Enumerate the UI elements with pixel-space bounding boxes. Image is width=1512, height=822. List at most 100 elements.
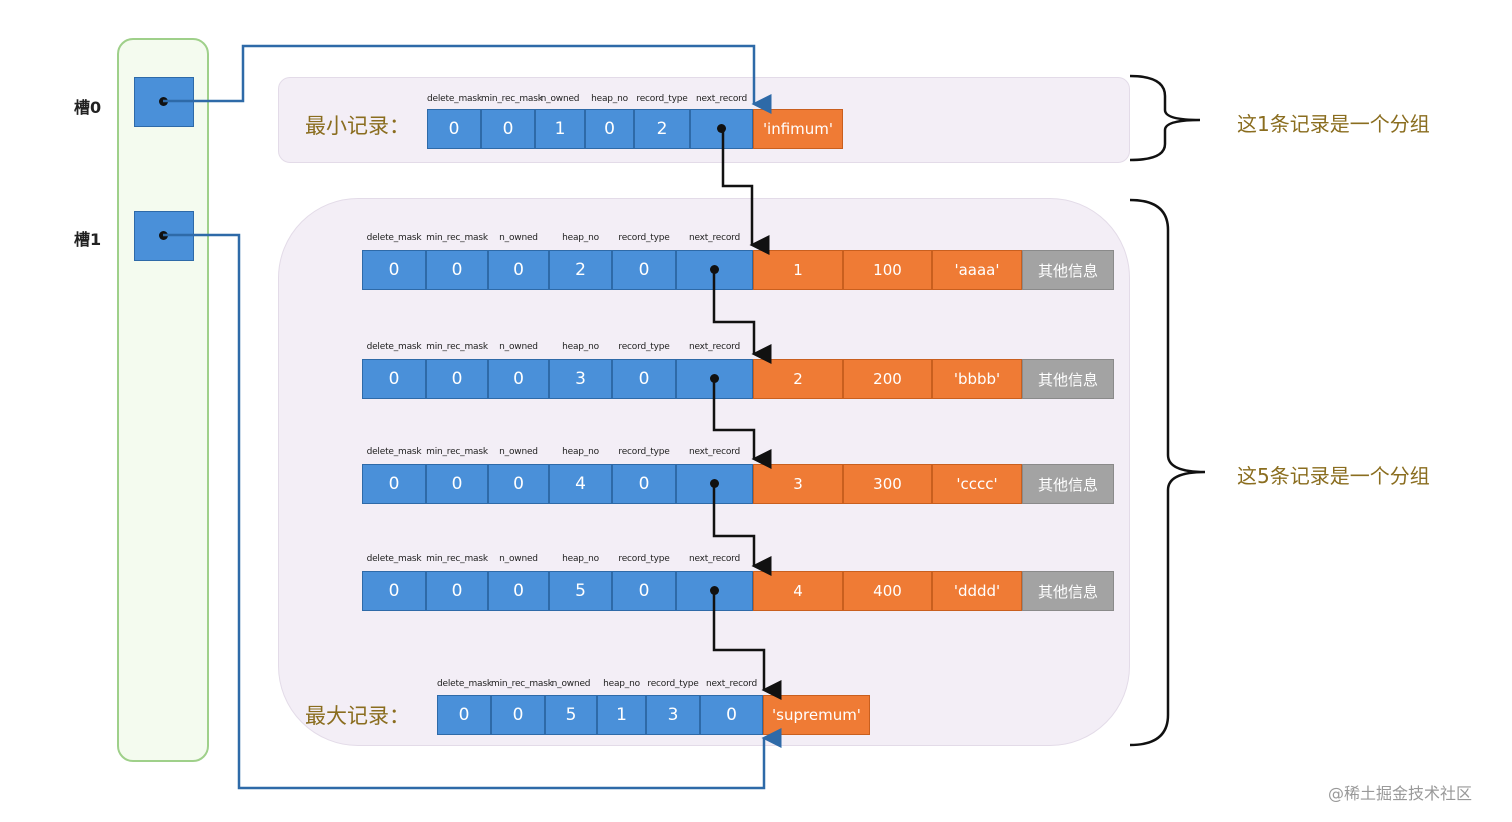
record-1-field-record_type: 0 (612, 250, 676, 290)
record-4-field-delete_mask: 0 (362, 571, 426, 611)
record-1-field-n_owned: 0 (488, 250, 549, 290)
record-3-header-record_type: record_type (618, 447, 670, 457)
record-1-header-record_type: record_type (618, 233, 670, 243)
record-2-col-1: 2 (753, 359, 843, 399)
link-rec4-to-supremum (712, 590, 782, 700)
record-1-field-delete_mask: 0 (362, 250, 426, 290)
watermark: @稀土掘金技术社区 (1328, 784, 1473, 803)
record-2-col-2: 200 (843, 359, 932, 399)
infimum-header-delete_mask: delete_mask (427, 94, 482, 104)
record-1-field-heap_no: 2 (549, 250, 612, 290)
link-rec3-to-rec4 (712, 483, 772, 576)
infimum-field-delete_mask: 0 (427, 109, 481, 149)
infimum-field-heap_no: 0 (585, 109, 634, 149)
supremum-header-n_owned: n_owned (551, 679, 591, 689)
record-2-header-next_record: next_record (689, 342, 740, 352)
record-2-header-n_owned: n_owned (499, 342, 538, 352)
infimum-header-n_owned: n_owned (540, 94, 580, 104)
record-3-field-delete_mask: 0 (362, 464, 426, 504)
infimum-header-heap_no: heap_no (591, 94, 628, 104)
record-3-header-min_rec_mask: min_rec_mask (426, 447, 488, 457)
record-1-col-3: 'aaaa' (932, 250, 1022, 290)
slot-0-link (163, 44, 772, 114)
infimum-title: 最小记录： (305, 114, 410, 138)
supremum-field-next_record: 0 (700, 695, 763, 735)
record-4-col-2: 400 (843, 571, 932, 611)
infimum-header-record_type: record_type (636, 94, 688, 104)
slot-1-link (163, 233, 782, 790)
record-1-header-heap_no: heap_no (562, 233, 599, 243)
record-4-other-info: 其他信息 (1022, 571, 1114, 611)
record-3-header-delete_mask: delete_mask (366, 447, 422, 457)
record-2-field-heap_no: 3 (549, 359, 612, 399)
record-3-other-info: 其他信息 (1022, 464, 1114, 504)
record-2-header-min_rec_mask: min_rec_mask (426, 342, 488, 352)
supremum-field-record_type: 3 (646, 695, 700, 735)
page-directory (117, 38, 209, 762)
supremum-header-min_rec_mask: min_rec_mask (491, 679, 553, 689)
record-4-header-heap_no: heap_no (562, 554, 599, 564)
record-3-col-3: 'cccc' (932, 464, 1022, 504)
record-3-header-heap_no: heap_no (562, 447, 599, 457)
record-2-field-min_rec_mask: 0 (426, 359, 488, 399)
record-3-field-min_rec_mask: 0 (426, 464, 488, 504)
record-4-header-record_type: record_type (618, 554, 670, 564)
record-3-header-n_owned: n_owned (499, 447, 538, 457)
supremum-title: 最大记录： (305, 704, 410, 728)
supremum-header-delete_mask: delete_mask (437, 679, 492, 689)
supremum-field-min_rec_mask: 0 (491, 695, 545, 735)
record-1-col-2: 100 (843, 250, 932, 290)
slot-0-label: 槽0 (74, 98, 102, 117)
record-4-header-min_rec_mask: min_rec_mask (426, 554, 488, 564)
record-3-header-next_record: next_record (689, 447, 740, 457)
record-4-field-n_owned: 0 (488, 571, 549, 611)
supremum-header-heap_no: heap_no (603, 679, 640, 689)
record-1-header-n_owned: n_owned (499, 233, 538, 243)
record-1-header-delete_mask: delete_mask (366, 233, 422, 243)
record-1-field-min_rec_mask: 0 (426, 250, 488, 290)
record-2-header-delete_mask: delete_mask (366, 342, 422, 352)
supremum-field-delete_mask: 0 (437, 695, 491, 735)
record-4-header-n_owned: n_owned (499, 554, 538, 564)
record-4-field-heap_no: 5 (549, 571, 612, 611)
group-note-1: 这1条记录是一个分组 (1237, 112, 1430, 136)
record-4-field-record_type: 0 (612, 571, 676, 611)
supremum-field-n_owned: 5 (545, 695, 597, 735)
record-4-header-next_record: next_record (689, 554, 740, 564)
record-1-col-1: 1 (753, 250, 843, 290)
record-3-field-heap_no: 4 (549, 464, 612, 504)
record-2-field-n_owned: 0 (488, 359, 549, 399)
record-2-col-3: 'bbbb' (932, 359, 1022, 399)
brace-group-2 (1129, 198, 1206, 747)
record-1-header-min_rec_mask: min_rec_mask (426, 233, 488, 243)
record-2-header-heap_no: heap_no (562, 342, 599, 352)
infimum-header-next_record: next_record (696, 94, 747, 104)
record-2-field-delete_mask: 0 (362, 359, 426, 399)
brace-group-1 (1129, 74, 1201, 162)
infimum-field-n_owned: 1 (535, 109, 585, 149)
record-3-col-2: 300 (843, 464, 932, 504)
slot-1-label: 槽1 (74, 230, 102, 249)
group-note-2: 这5条记录是一个分组 (1237, 464, 1430, 488)
record-4-col-3: 'dddd' (932, 571, 1022, 611)
record-4-col-1: 4 (753, 571, 843, 611)
record-2-field-record_type: 0 (612, 359, 676, 399)
record-3-col-1: 3 (753, 464, 843, 504)
link-infimum-to-rec1 (721, 128, 770, 255)
record-2-header-record_type: record_type (618, 342, 670, 352)
record-1-other-info: 其他信息 (1022, 250, 1114, 290)
link-rec1-to-rec2 (712, 269, 772, 364)
supremum-field-heap_no: 1 (597, 695, 646, 735)
infimum-header-min_rec_mask: min_rec_mask (481, 94, 543, 104)
infimum-field-min_rec_mask: 0 (481, 109, 535, 149)
record-4-field-min_rec_mask: 0 (426, 571, 488, 611)
record-3-field-n_owned: 0 (488, 464, 549, 504)
record-3-field-record_type: 0 (612, 464, 676, 504)
record-1-header-next_record: next_record (689, 233, 740, 243)
supremum-header-record_type: record_type (647, 679, 699, 689)
supremum-header-next_record: next_record (706, 679, 757, 689)
record-2-other-info: 其他信息 (1022, 359, 1114, 399)
infimum-data: 'infimum' (753, 109, 843, 149)
link-rec2-to-rec3 (712, 378, 772, 469)
